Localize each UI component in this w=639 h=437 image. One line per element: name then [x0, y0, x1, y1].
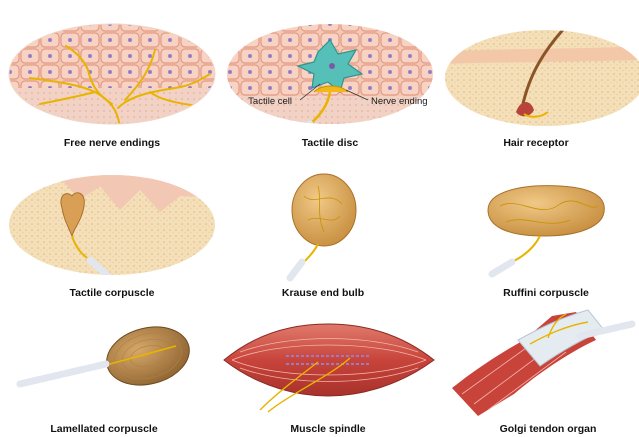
lamellated-capsule-shape: [100, 319, 195, 394]
panel-golgi-tendon-organ: Golgi tendon organ: [452, 310, 632, 435]
free-nerve-tissue-illustration: [5, 20, 220, 130]
callout-tactile-cell: Tactile cell: [248, 96, 292, 107]
panel-krause-end-bulb: Krause end bulb: [282, 174, 364, 299]
ruffini-capsule-shape: [488, 186, 604, 236]
caption-tactile-corpuscle: Tactile corpuscle: [69, 287, 154, 299]
hair-receptor-illustration: [440, 10, 639, 130]
panel-lamellated-corpuscle: Lamellated corpuscle: [20, 319, 196, 435]
caption-lamellated-corpuscle: Lamellated corpuscle: [50, 423, 158, 435]
krause-bulb-shape: [292, 174, 356, 246]
panel-hair-receptor: Hair receptor: [440, 10, 639, 149]
panel-tactile-disc: Tactile cell Nerve ending Tactile disc: [225, 20, 440, 149]
caption-muscle-spindle: Muscle spindle: [290, 423, 365, 435]
caption-krause-end-bulb: Krause end bulb: [282, 287, 364, 299]
panel-tactile-corpuscle: Tactile corpuscle: [5, 170, 220, 299]
tactile-corpuscle-illustration: [5, 170, 220, 280]
tactile-disc-tissue-illustration: [225, 20, 440, 140]
callout-nerve-ending: Nerve ending: [371, 96, 428, 107]
caption-golgi-tendon-organ: Golgi tendon organ: [500, 423, 597, 435]
caption-ruffini-corpuscle: Ruffini corpuscle: [503, 287, 589, 299]
panel-ruffini-corpuscle: Ruffini corpuscle: [488, 186, 604, 299]
muscle-spindle-shape: [224, 324, 434, 396]
panel-free-nerve-endings: Free nerve endings: [5, 20, 220, 149]
panel-muscle-spindle: Muscle spindle: [224, 324, 434, 435]
caption-hair-receptor: Hair receptor: [503, 137, 568, 149]
caption-free-nerve-endings: Free nerve endings: [64, 137, 160, 149]
caption-tactile-disc: Tactile disc: [302, 137, 359, 149]
